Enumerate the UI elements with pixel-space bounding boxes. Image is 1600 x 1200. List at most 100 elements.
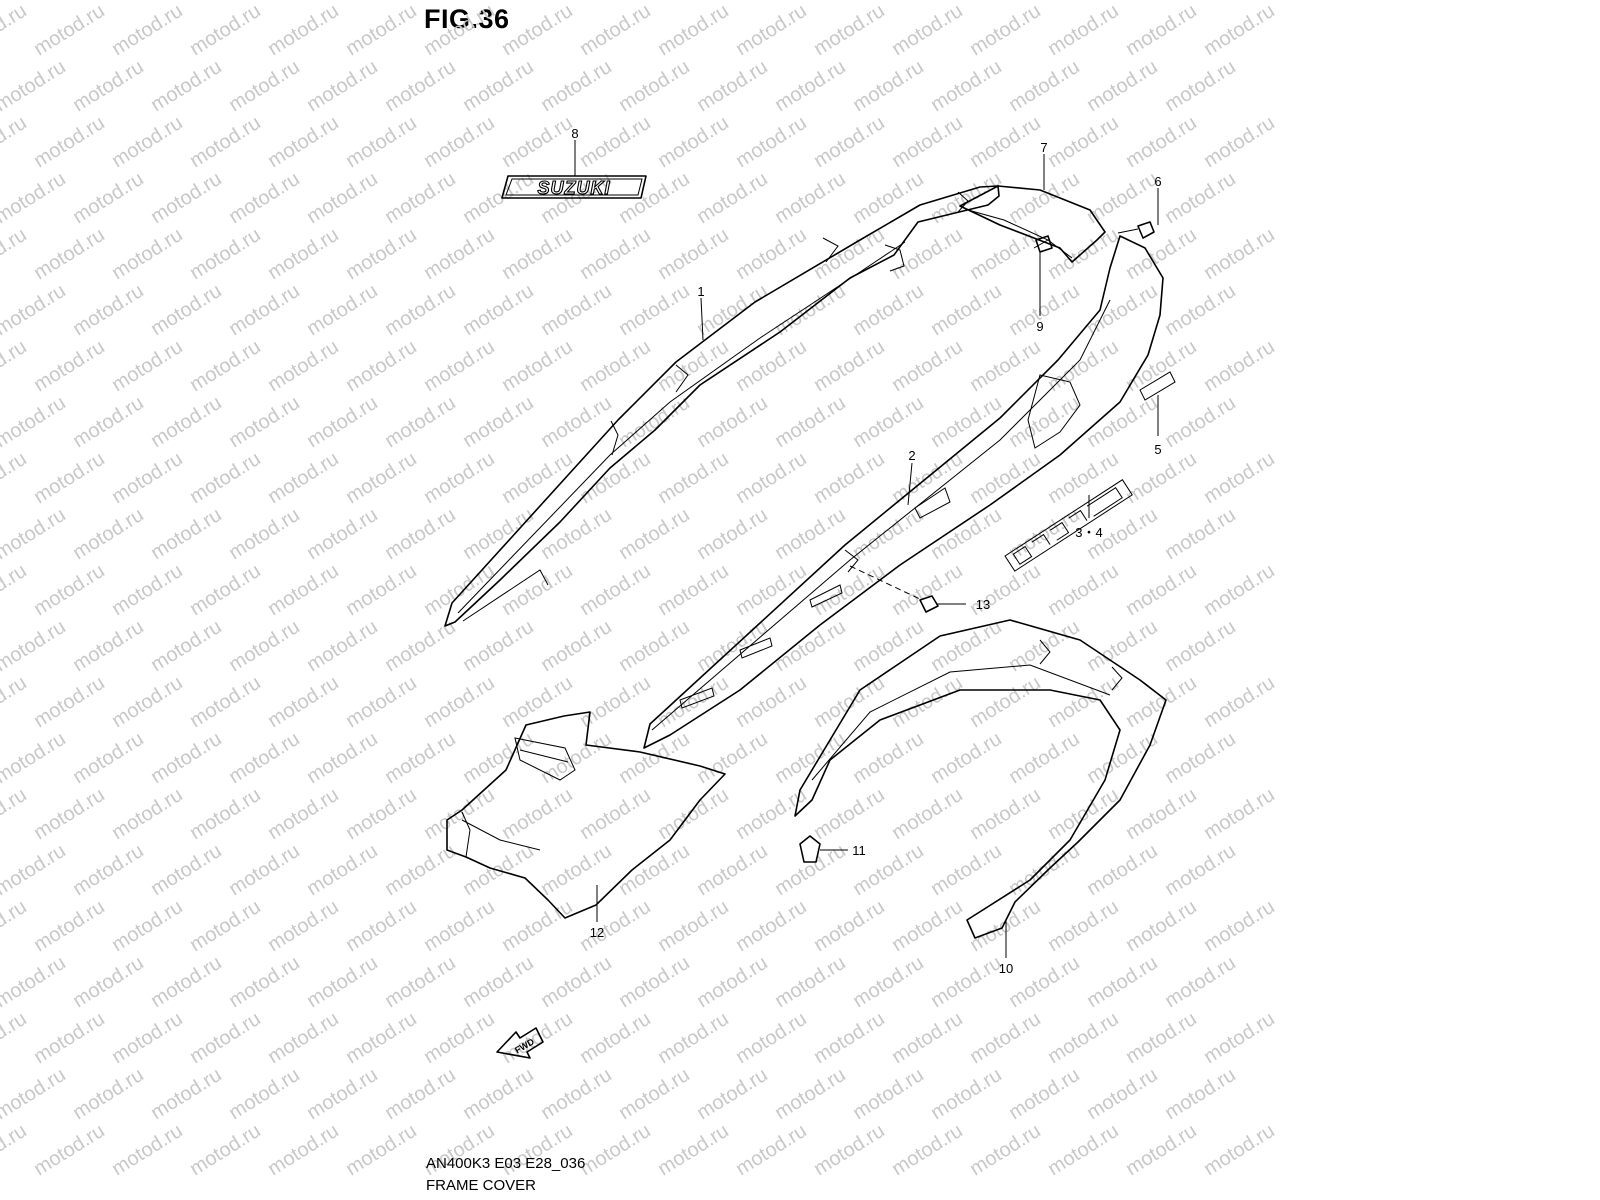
watermark-text: motod.ru <box>69 0 148 4</box>
watermark-text: motod.ru <box>849 728 928 788</box>
watermark-text: motod.ru <box>1161 840 1240 900</box>
part-10-rear-lower-cover[interactable] <box>794 619 1167 939</box>
watermark-text: motod.ru <box>966 896 1045 956</box>
watermark-text: motod.ru <box>615 504 694 564</box>
watermark-text: motod.ru <box>654 1120 733 1180</box>
watermark-text: motod.ru <box>1005 0 1084 4</box>
watermark-text: motod.ru <box>420 896 499 956</box>
watermark-text: motod.ru <box>927 728 1006 788</box>
watermark-text: motod.ru <box>966 0 1045 60</box>
watermark-text: motod.ru <box>693 392 772 452</box>
watermark-text: motod.ru <box>147 1064 226 1124</box>
watermark-text: motod.ru <box>771 0 850 4</box>
part-7-rear-piece[interactable] <box>959 185 1106 263</box>
watermark-text: motod.ru <box>1083 840 1162 900</box>
part-11-rivet[interactable] <box>799 835 821 863</box>
watermark-text: motod.ru <box>1044 224 1123 284</box>
watermark-text: motod.ru <box>342 672 421 732</box>
watermark-text: motod.ru <box>537 1064 616 1124</box>
watermark-text: motod.ru <box>303 840 382 900</box>
part-8-emblem[interactable]: SUZUKI <box>501 175 647 199</box>
watermark-text: motod.ru <box>459 0 538 4</box>
watermark-text: motod.ru <box>381 280 460 340</box>
watermark-text: motod.ru <box>1044 784 1123 844</box>
watermark-text: motod.ru <box>108 1120 187 1180</box>
part-9-clip[interactable] <box>1035 235 1053 253</box>
watermark-text: motod.ru <box>771 616 850 676</box>
watermark-text: motod.ru <box>849 392 928 452</box>
watermark-text: motod.ru <box>1122 112 1201 172</box>
watermark-text: motod.ru <box>264 0 343 60</box>
watermark-text: motod.ru <box>0 672 31 732</box>
watermark-text: motod.ru <box>264 448 343 508</box>
watermark-text: motod.ru <box>225 616 304 676</box>
watermark-text: motod.ru <box>693 280 772 340</box>
watermark-text: motod.ru <box>537 280 616 340</box>
callout-labels: 1 2 3・4 5 6 7 8 9 10 11 12 13 <box>571 126 1161 976</box>
watermark-text: motod.ru <box>498 336 577 396</box>
watermark-text: motod.ru <box>69 616 148 676</box>
watermark-text: motod.ru <box>537 392 616 452</box>
part-1-frame-cover-rail[interactable] <box>444 185 1000 627</box>
watermark-text: motod.ru <box>849 280 928 340</box>
watermark-text: motod.ru <box>108 448 187 508</box>
watermark-text: motod.ru <box>30 784 109 844</box>
watermark-text: motod.ru <box>1044 896 1123 956</box>
watermark-text: motod.ru <box>654 224 733 284</box>
watermark-text: motod.ru <box>810 224 889 284</box>
watermark-text: motod.ru <box>459 1064 538 1124</box>
watermark-text: motod.ru <box>1122 1008 1201 1068</box>
watermark-text: motod.ru <box>342 560 421 620</box>
watermark-text: motod.ru <box>30 1008 109 1068</box>
watermark-text: motod.ru <box>888 784 967 844</box>
watermark-text: motod.ru <box>693 0 772 4</box>
watermark-text: motod.ru <box>1044 1120 1123 1180</box>
callout-13: 13 <box>976 597 990 612</box>
watermark-text: motod.ru <box>264 224 343 284</box>
watermark-text: motod.ru <box>30 0 109 60</box>
watermark-text: motod.ru <box>1083 0 1162 4</box>
watermark-text: motod.ru <box>576 896 655 956</box>
watermark-text: motod.ru <box>0 840 70 900</box>
watermark-text: motod.ru <box>0 1064 70 1124</box>
watermark-text: motod.ru <box>849 616 928 676</box>
part-2-side-cover[interactable] <box>643 235 1176 749</box>
watermark-text: motod.ru <box>0 448 31 508</box>
watermark-text: motod.ru <box>732 224 811 284</box>
watermark-text: motod.ru <box>381 0 460 4</box>
watermark-text: motod.ru <box>108 672 187 732</box>
watermark-text: motod.ru <box>0 1120 31 1180</box>
watermark-text: motod.ru <box>810 112 889 172</box>
watermark-text: motod.ru <box>0 560 31 620</box>
watermark-text: motod.ru <box>69 168 148 228</box>
part-12-front-lower-cover[interactable] <box>446 711 726 919</box>
watermark-text: motod.ru <box>576 0 655 60</box>
watermark-text: motod.ru <box>576 784 655 844</box>
watermark-text: motod.ru <box>303 168 382 228</box>
watermark-text: motod.ru <box>0 728 70 788</box>
watermark-text: motod.ru <box>420 336 499 396</box>
watermark-text: motod.ru <box>1200 560 1279 620</box>
watermark-text: motod.ru <box>108 560 187 620</box>
watermark-text: motod.ru <box>1083 56 1162 116</box>
watermark-text: motod.ru <box>966 672 1045 732</box>
callout-5: 5 <box>1154 442 1161 457</box>
watermark-text: motod.ru <box>966 1120 1045 1180</box>
watermark-text: motod.ru <box>342 896 421 956</box>
watermark-text: motod.ru <box>0 1008 31 1068</box>
watermark-text: motod.ru <box>459 56 538 116</box>
leader-lines <box>574 140 1159 958</box>
watermark-text: motod.ru <box>1161 168 1240 228</box>
watermark-text: motod.ru <box>1044 560 1123 620</box>
watermark-text: motod.ru <box>459 728 538 788</box>
watermark-text: motod.ru <box>420 224 499 284</box>
watermark-text: motod.ru <box>654 0 733 60</box>
part-6-bolt[interactable] <box>1117 221 1155 239</box>
watermark-text: motod.ru <box>888 112 967 172</box>
watermark-text: motod.ru <box>849 0 928 4</box>
watermark-text: motod.ru <box>927 280 1006 340</box>
watermark-text: motod.ru <box>693 840 772 900</box>
part-13-screw[interactable] <box>849 565 939 613</box>
watermark-text: motod.ru <box>303 392 382 452</box>
watermark-text: motod.ru <box>966 112 1045 172</box>
